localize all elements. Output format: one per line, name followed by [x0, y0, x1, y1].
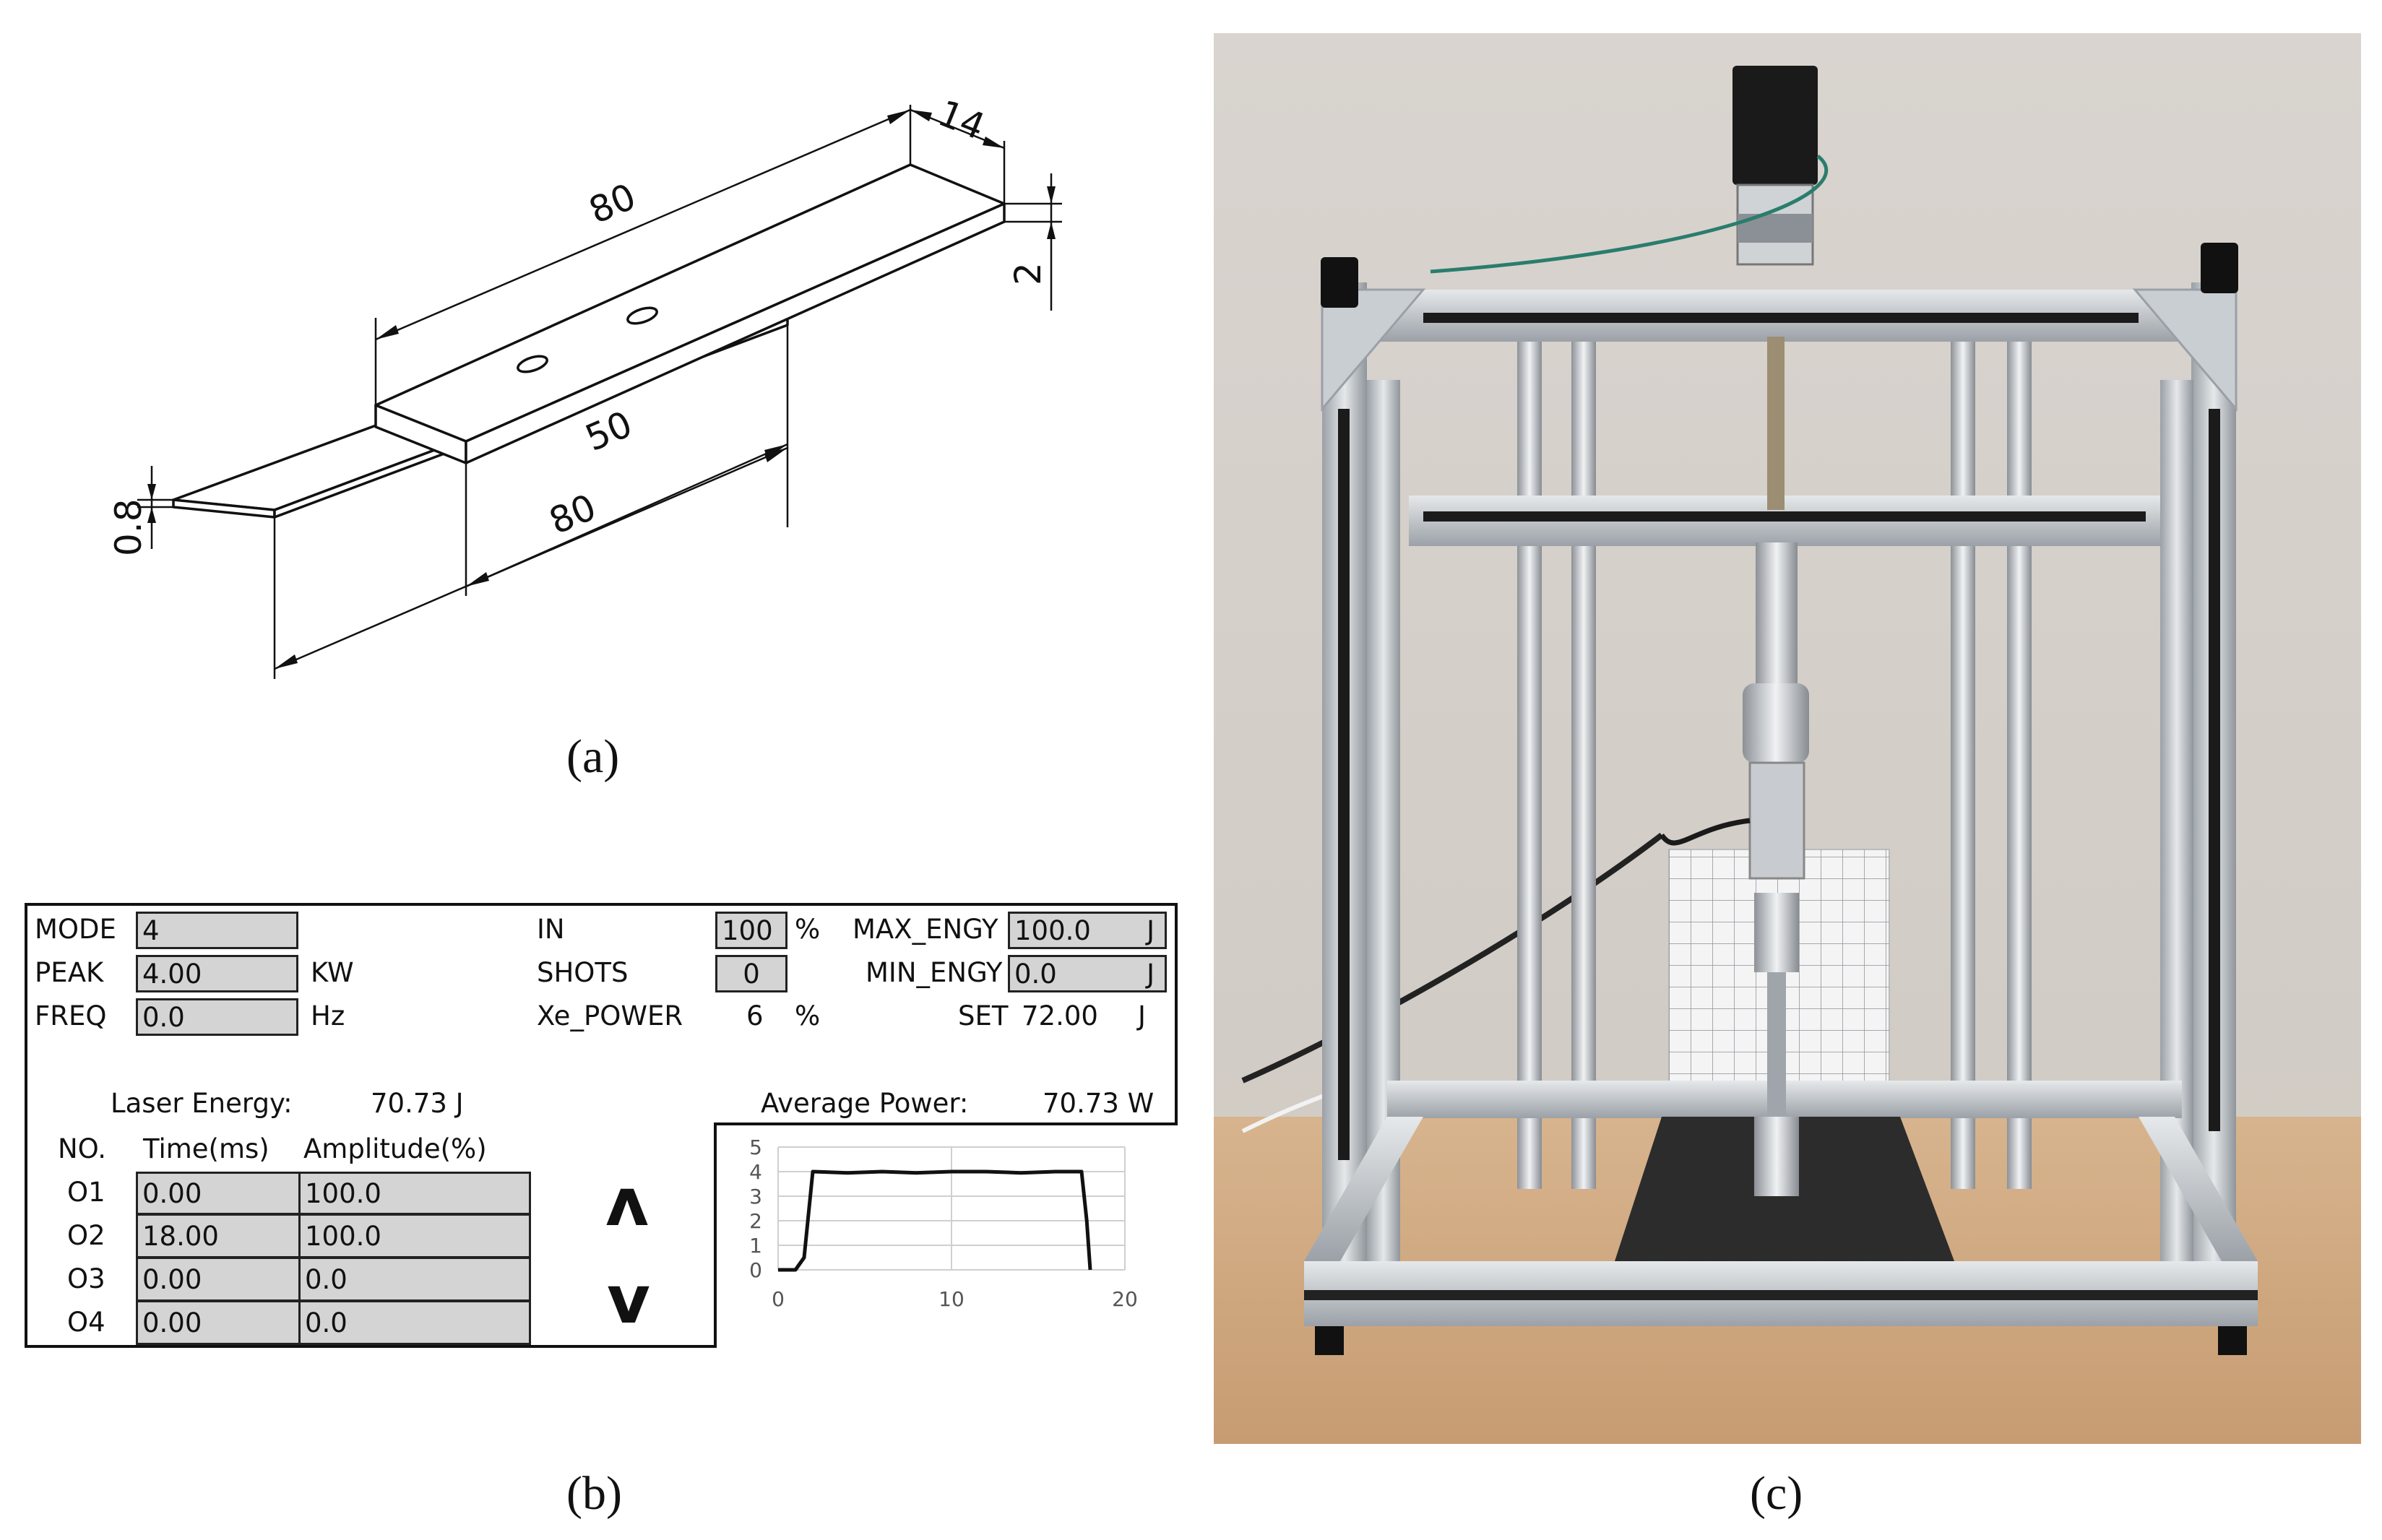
load-cell-icon: [1660, 761, 1805, 880]
hole-2: [626, 306, 658, 325]
in-field[interactable]: 100: [715, 912, 787, 949]
in-label: IN: [537, 914, 565, 945]
set-label: SET: [958, 1000, 1009, 1031]
dim-thickness-upper: 2: [1007, 262, 1049, 285]
peak-field[interactable]: 4.00: [136, 955, 298, 992]
row-o1-no: O1: [67, 1177, 105, 1208]
peak-unit: KW: [311, 957, 354, 988]
row-o2-amplitude[interactable]: 100.0: [298, 1214, 531, 1258]
y-tick-label: 0: [749, 1258, 762, 1282]
row-o4-amplitude[interactable]: 0.0: [298, 1300, 531, 1345]
shots-field[interactable]: 0: [715, 955, 787, 992]
y-tick-label: 2: [749, 1209, 762, 1233]
row-o4-time[interactable]: 0.00: [136, 1300, 301, 1345]
shots-label: SHOTS: [537, 957, 629, 988]
dim-lower-length: 80: [543, 486, 602, 542]
row-o3-time[interactable]: 0.00: [136, 1257, 301, 1302]
freq-unit: Hz: [311, 1000, 345, 1031]
dim-overlap: 50: [579, 403, 638, 459]
average-power-label: Average Power:: [761, 1088, 969, 1119]
caption-c: (c): [1750, 1467, 1803, 1520]
laser-energy-value: 70.73 J: [371, 1088, 464, 1119]
y-tick-label: 4: [749, 1160, 762, 1184]
peak-label: PEAK: [35, 957, 104, 988]
y-tick-label: 1: [749, 1234, 762, 1258]
lap-joint-drawing: 80 14 2 50 80 0.8: [108, 92, 1062, 679]
col-amplitude-header: Amplitude(%): [303, 1133, 487, 1164]
average-power-value: 70.73 W: [1043, 1088, 1155, 1119]
mode-field[interactable]: 4: [136, 912, 298, 949]
xe-power-label: Xe_POWER: [537, 1000, 683, 1031]
x-tick-label: 0: [772, 1287, 785, 1311]
row-o4-no: O4: [67, 1307, 105, 1338]
freq-label: FREQ: [35, 1000, 107, 1031]
increment-arrow-button[interactable]: ʌ: [605, 1164, 649, 1241]
xe-power-value: 6: [746, 1000, 764, 1031]
xe-power-unit: %: [795, 1000, 821, 1031]
dim-thickness-lower: 0.8: [108, 498, 150, 556]
x-tick-label: 20: [1112, 1287, 1138, 1311]
upper-sheet-top-face: [374, 163, 1006, 443]
dim-upper-length: 80: [583, 176, 642, 232]
decrement-arrow-button[interactable]: v: [607, 1261, 650, 1338]
waveform-series-line: [778, 1169, 1092, 1272]
in-unit: %: [795, 914, 821, 945]
row-o1-time[interactable]: 0.00: [136, 1172, 301, 1215]
tensile-test-rig-photo: [1214, 33, 2361, 1444]
max-energy-label: MAX_ENGY: [853, 914, 998, 945]
aluminium-frame-icon: [1304, 243, 2258, 1355]
stepper-motor-icon: [1430, 66, 1829, 274]
laser-energy-label: Laser Energy:: [111, 1088, 293, 1119]
set-value: 72.00: [1022, 1000, 1098, 1031]
row-o3-no: O3: [67, 1263, 105, 1294]
set-unit: J: [1138, 1000, 1146, 1031]
col-time-header: Time(ms): [143, 1133, 269, 1164]
mode-label: MODE: [35, 914, 116, 945]
min-energy-label: MIN_ENGY: [866, 957, 1003, 988]
hole-1: [517, 355, 548, 373]
caption-b: (b): [566, 1467, 622, 1520]
y-tick-label: 3: [749, 1185, 762, 1208]
y-tick-label: 5: [749, 1135, 762, 1159]
row-o3-amplitude[interactable]: 0.0: [298, 1257, 531, 1302]
freq-field[interactable]: 0.0: [136, 998, 298, 1036]
x-tick-label: 10: [938, 1287, 965, 1311]
row-o2-time[interactable]: 18.00: [136, 1214, 301, 1258]
col-no-header: NO.: [58, 1133, 107, 1164]
caption-a: (a): [566, 730, 620, 783]
row-o1-amplitude[interactable]: 100.0: [298, 1172, 531, 1215]
row-o2-no: O2: [67, 1220, 105, 1251]
